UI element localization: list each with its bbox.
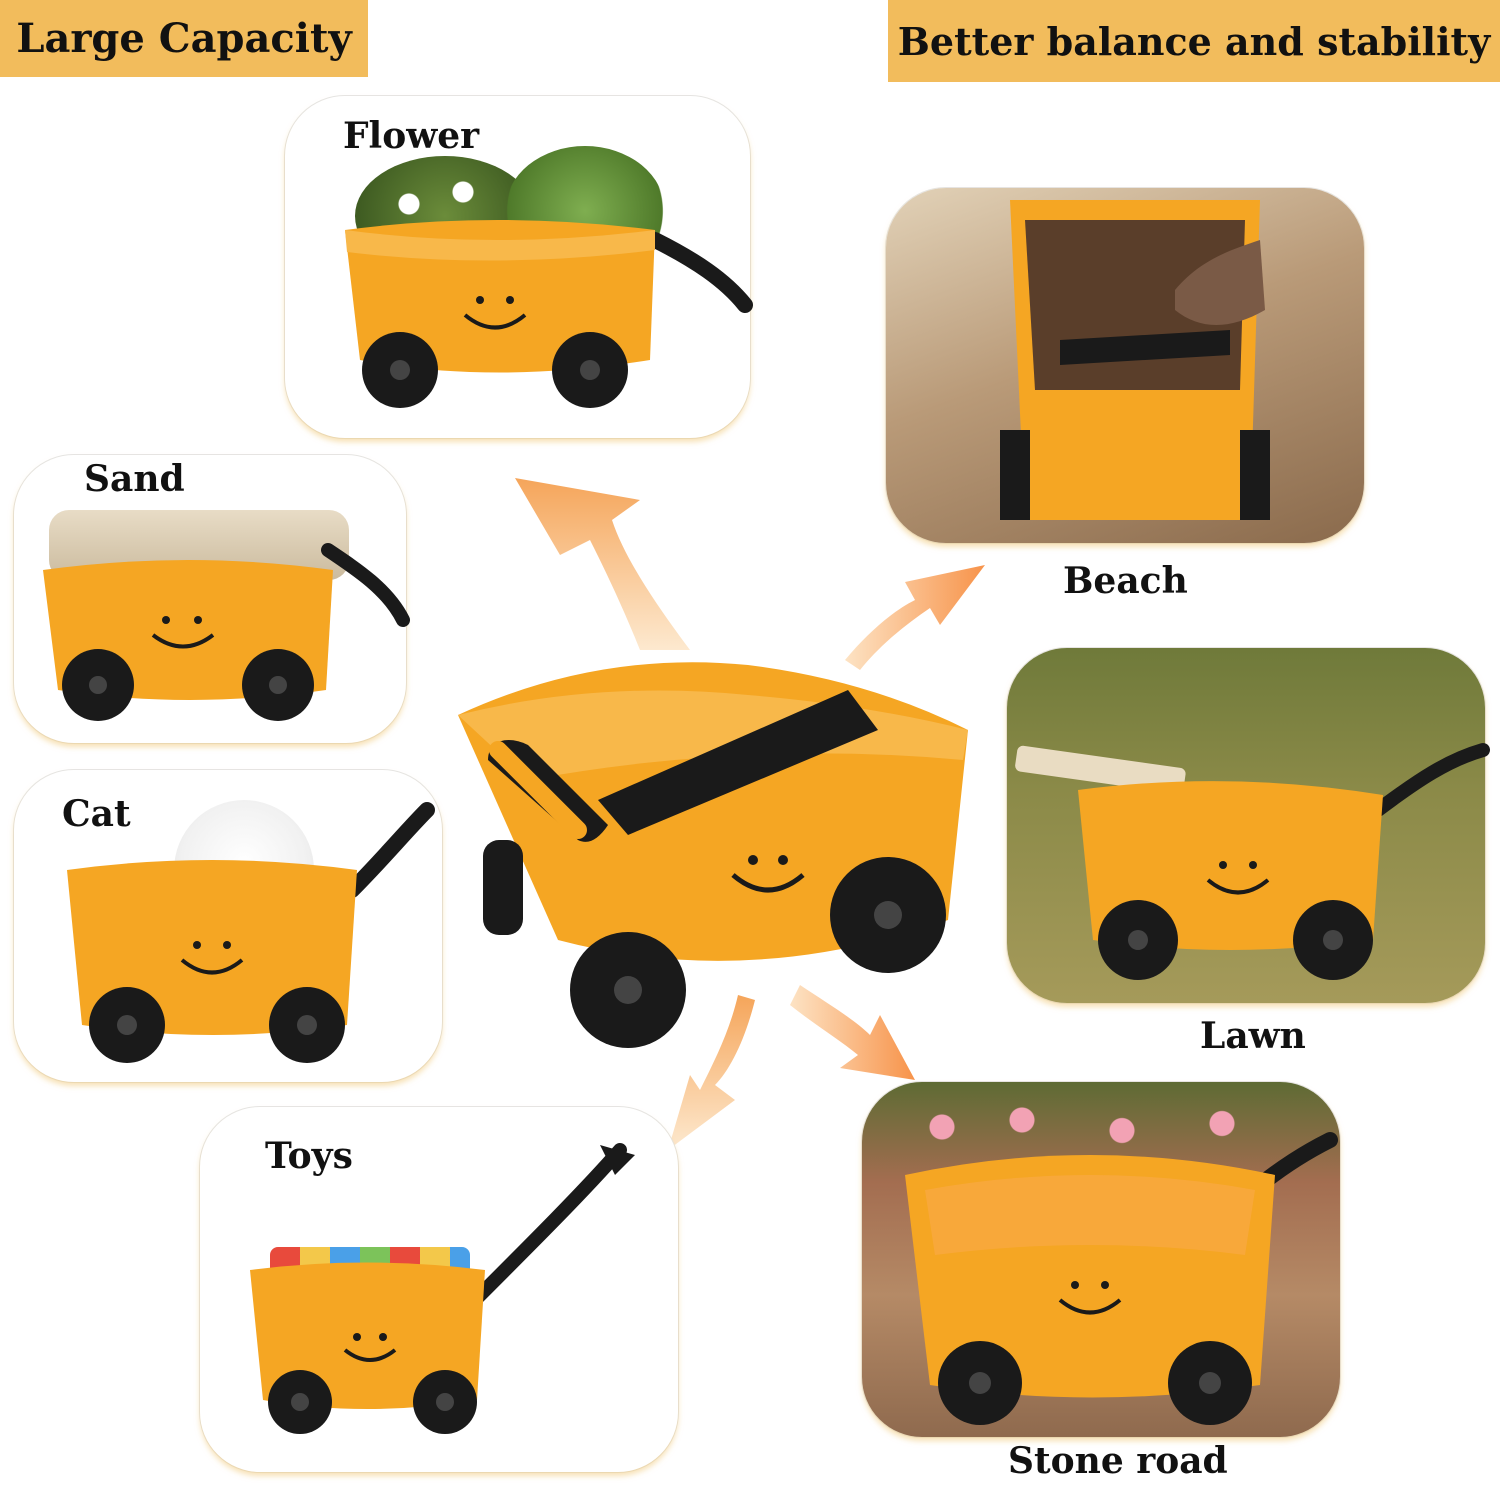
arrow-to-stone-road xyxy=(790,985,915,1080)
wagon-image-center xyxy=(458,662,968,1048)
wagon-image-lawn xyxy=(1015,743,1490,980)
label-lawn: Lawn xyxy=(1200,1015,1306,1057)
wagon-image-sand xyxy=(43,543,410,721)
label-toys: Toys xyxy=(265,1135,353,1177)
wagon-image-cat xyxy=(67,802,435,1063)
wagon-image-beach xyxy=(1000,200,1270,520)
label-flower: Flower xyxy=(343,115,480,157)
label-stone-road: Stone road xyxy=(1008,1440,1228,1482)
wagon-image-flower xyxy=(345,220,753,408)
label-cat: Cat xyxy=(62,793,131,835)
arrow-to-flower xyxy=(515,478,690,650)
label-sand: Sand xyxy=(84,458,185,500)
wagon-image-toys xyxy=(250,1143,635,1434)
pink-flowers xyxy=(902,1092,1302,1162)
arrow-to-toys xyxy=(668,995,755,1150)
banner-large-capacity: Large Capacity xyxy=(0,0,368,77)
arrow-to-beach xyxy=(845,565,985,670)
label-beach: Beach xyxy=(1063,560,1188,602)
wagon-image-stone-road xyxy=(905,1132,1338,1425)
banner-balance-stability: Better balance and stability xyxy=(888,0,1500,82)
